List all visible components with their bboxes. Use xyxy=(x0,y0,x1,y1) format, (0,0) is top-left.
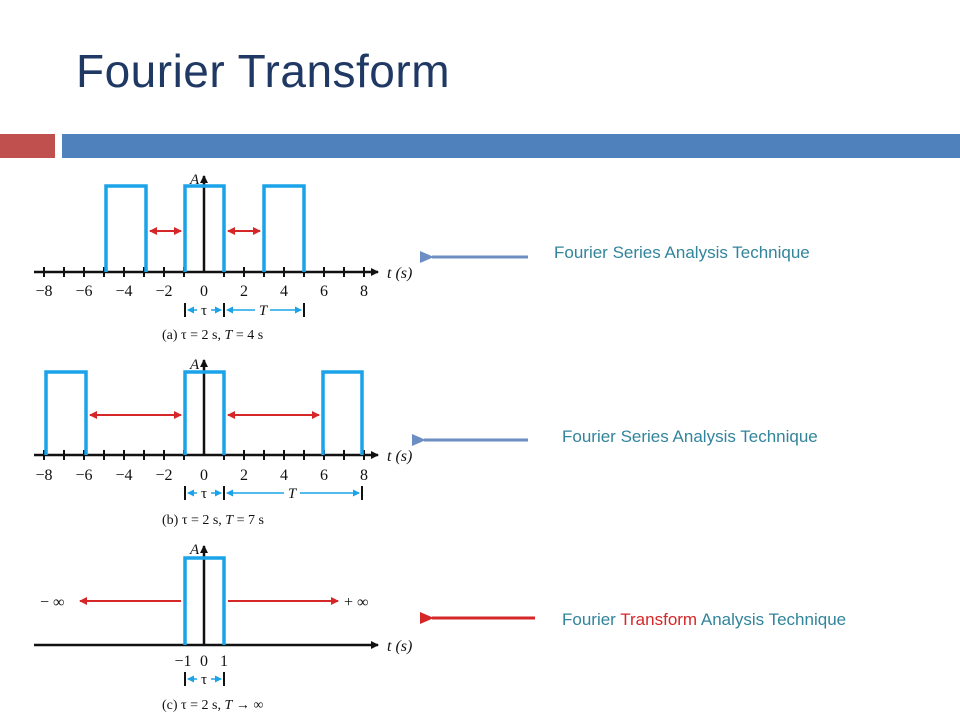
panel-b-tick-label: −6 xyxy=(75,467,92,484)
panel-a-tick-label: −8 xyxy=(35,283,52,300)
panel-c-tick-label: −1 xyxy=(174,653,191,670)
panel-b-tick-label: −4 xyxy=(115,467,132,484)
panel-c: − ∞ + ∞ −1 0 1 t (s) A τ (c) τ = 2 s, T … xyxy=(34,542,412,713)
label-c-after: Analysis Technique xyxy=(697,610,847,629)
panel-b-amplitude-label: A xyxy=(189,357,200,373)
panel-a-pulse-right xyxy=(262,184,306,272)
panel-a-T-label: T xyxy=(259,303,269,319)
panel-b-caption: (b) τ = 2 s, T = 7 s xyxy=(162,513,264,528)
label-c-highlight: Transform xyxy=(620,610,698,629)
panel-a-ticks xyxy=(43,267,365,277)
panel-c-axis-label: t (s) xyxy=(387,638,412,655)
panel-a-tick-label: 6 xyxy=(320,283,328,300)
panel-b-tick-label: −8 xyxy=(35,467,52,484)
panel-a-caption: (a) τ = 2 s, T = 4 s xyxy=(162,328,263,343)
panel-c-tick-label: 0 xyxy=(200,653,208,670)
panel-c-pos-infinity-label: + ∞ xyxy=(344,594,368,611)
panel-b-pulse-right xyxy=(321,370,364,455)
panel-a-tick-label: 2 xyxy=(240,283,248,300)
panel-b-tau-label: τ xyxy=(201,486,207,502)
panel-a-pulse-center xyxy=(183,184,226,272)
panel-a-tick-label: 0 xyxy=(200,283,208,300)
label-fourier-series-a: Fourier Series Analysis Technique xyxy=(554,243,810,262)
panel-a-tick-label: 8 xyxy=(360,283,368,300)
panel-b-tick-label: 0 xyxy=(200,467,208,484)
panel-c-pulse xyxy=(183,556,226,645)
panel-c-tick-label: 1 xyxy=(220,653,228,670)
panel-a-tick-label: 4 xyxy=(280,283,288,300)
label-fourier-transform-c: Fourier Transform Analysis Technique xyxy=(562,610,846,630)
panel-b-pulse-left xyxy=(44,370,88,455)
panel-a-amplitude-label: A xyxy=(189,172,200,188)
panel-a-tick-label: −4 xyxy=(115,283,132,300)
panel-b-tick-label: 4 xyxy=(280,467,288,484)
title-accent-red-bar xyxy=(0,134,55,158)
panel-c-tau-label: τ xyxy=(201,672,207,688)
panel-c-tick-labels: −1 0 1 xyxy=(174,653,228,670)
panel-a-tick-label: −6 xyxy=(75,283,92,300)
panel-b-T-label: T xyxy=(288,486,298,502)
panel-a: −8 −6 −4 −2 0 2 4 6 8 t (s) A τ T (a) τ … xyxy=(34,172,412,343)
panel-c-amplitude-label: A xyxy=(189,542,200,558)
panel-a-tick-labels: −8 −6 −4 −2 0 2 4 6 8 xyxy=(35,283,368,300)
panel-a-pulse-left xyxy=(104,184,148,272)
label-fourier-series-b: Fourier Series Analysis Technique xyxy=(562,427,818,446)
panel-b-tick-label: 2 xyxy=(240,467,248,484)
panel-a-tick-label: −2 xyxy=(155,283,172,300)
panel-b-axis-label: t (s) xyxy=(387,448,412,465)
panel-a-axis-label: t (s) xyxy=(387,265,412,282)
panel-b-tick-label: 8 xyxy=(360,467,368,484)
panel-b-pulse-center xyxy=(183,370,226,455)
title-accent-blue-bar xyxy=(62,134,960,158)
panel-b-tick-label: −2 xyxy=(155,467,172,484)
panel-a-tau-label: τ xyxy=(201,303,207,319)
panel-b-tick-label: 6 xyxy=(320,467,328,484)
panel-c-neg-infinity-label: − ∞ xyxy=(40,594,64,611)
panel-b: −8 −6 −4 −2 0 2 4 6 8 t (s) A τ T (b) τ … xyxy=(34,357,412,528)
panel-b-tick-labels: −8 −6 −4 −2 0 2 4 6 8 xyxy=(35,467,368,484)
panel-c-caption: (c) τ = 2 s, T → ∞ xyxy=(162,698,263,713)
slide-title: Fourier Transform xyxy=(76,45,451,97)
label-c-before: Fourier xyxy=(562,610,621,629)
